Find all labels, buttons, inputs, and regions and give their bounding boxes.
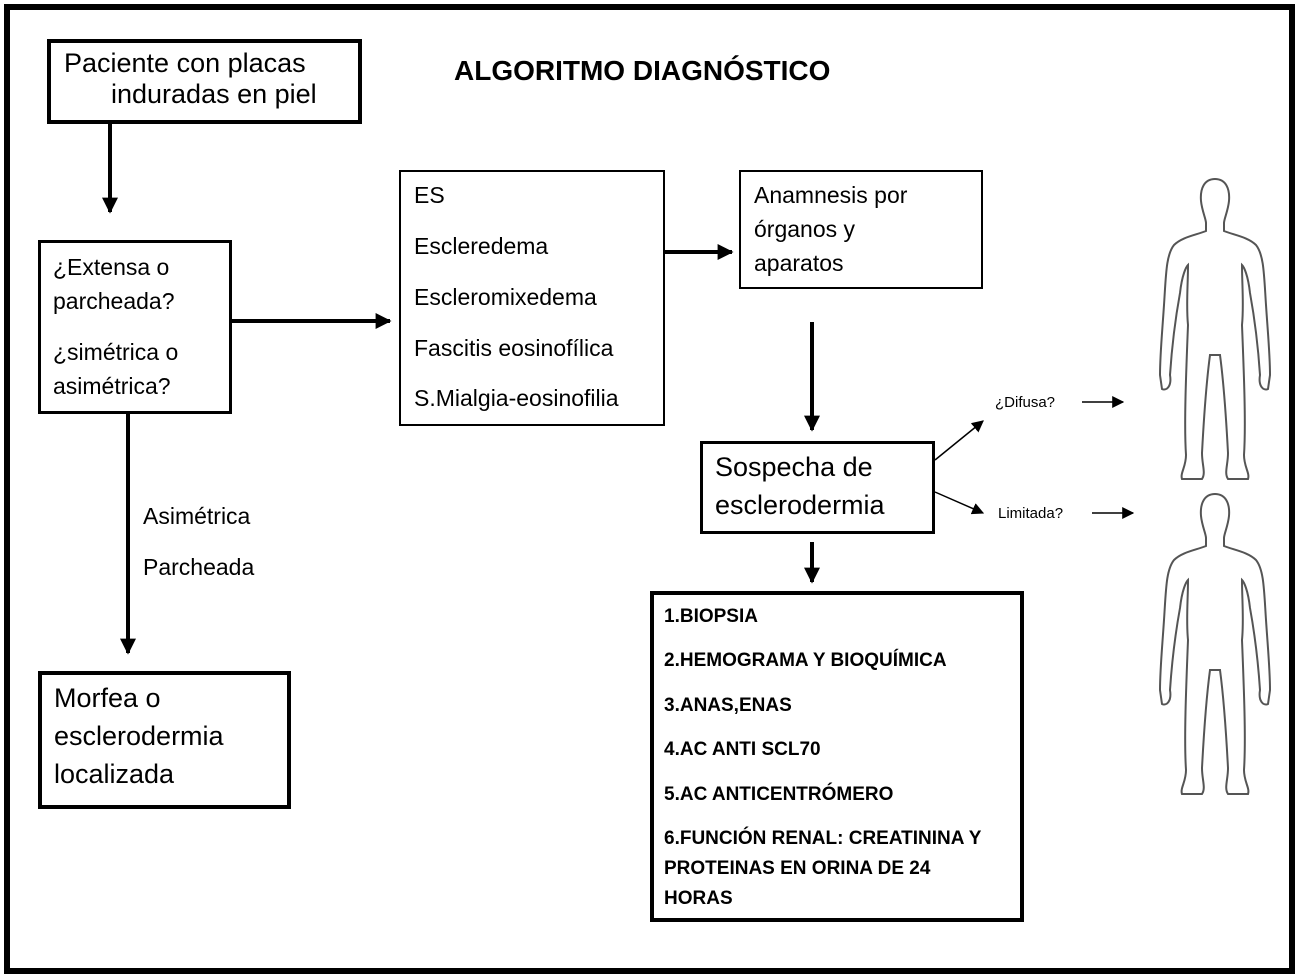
- test-item: 1.BIOPSIA: [664, 606, 758, 627]
- label-diffuse: ¿Difusa?: [995, 394, 1056, 411]
- start-box: Paciente con placas induradas en piel: [47, 39, 362, 124]
- human-silhouette-icon: [1158, 177, 1272, 480]
- label-limited: Limitada?: [998, 505, 1064, 522]
- anamnesis-line3: aparatos: [754, 250, 844, 276]
- question-box: ¿Extensa o parcheada? ¿simétrica o asimé…: [38, 240, 232, 414]
- tests-box: 1.BIOPSIA 2.HEMOGRAMA Y BIOQUÍMICA 3.ANA…: [650, 591, 1024, 922]
- differential-item: Escleromixedema: [414, 284, 597, 310]
- differential-box: ES Escleredema Escleromixedema Fascitis …: [399, 170, 665, 426]
- anamnesis-box: Anamnesis por órganos y aparatos: [739, 170, 983, 289]
- test-item6-line2: PROTEINAS EN ORINA DE 24: [664, 858, 931, 879]
- morphea-line1: Morfea o: [54, 683, 161, 713]
- test-item: 3.ANAS,ENAS: [664, 695, 792, 716]
- differential-item: S.Mialgia-eosinofilia: [414, 385, 619, 411]
- arrow-suspicion-to-limited: [934, 491, 985, 515]
- diagram-title: ALGORITMO DIAGNÓSTICO: [454, 55, 831, 86]
- test-item6-line3: HORAS: [664, 888, 733, 909]
- anamnesis-line1: Anamnesis por: [754, 182, 908, 208]
- suspicion-box: Sospecha de esclerodermia: [700, 441, 935, 534]
- question-line2: parcheada?: [53, 288, 175, 314]
- arrow-suspicion-to-diffuse: [934, 420, 984, 461]
- morphea-line3: localizada: [54, 759, 175, 789]
- start-box-line1: Paciente con placas: [64, 48, 306, 78]
- branch-label-patchy: Parcheada: [143, 554, 255, 580]
- morphea-line2: esclerodermia: [54, 721, 224, 751]
- question-line4: asimétrica?: [53, 373, 171, 399]
- human-silhouette-icon: [1158, 492, 1272, 795]
- question-line1: ¿Extensa o: [53, 254, 170, 280]
- test-item: 5.AC ANTICENTRÓMERO: [664, 784, 894, 805]
- test-item: 2.HEMOGRAMA Y BIOQUÍMICA: [664, 650, 947, 671]
- start-box-line2: induradas en piel: [111, 79, 317, 109]
- suspicion-line2: esclerodermia: [715, 490, 885, 520]
- question-line3: ¿simétrica o: [53, 339, 179, 365]
- test-item: 4.AC ANTI SCL70: [664, 739, 821, 760]
- diagram-frame: [4, 4, 1295, 974]
- differential-item: ES: [414, 182, 445, 208]
- branch-label-asymmetric: Asimétrica: [143, 503, 251, 529]
- anamnesis-line2: órganos y: [754, 216, 856, 242]
- morphea-box: Morfea o esclerodermia localizada: [38, 671, 291, 809]
- differential-item: Escleredema: [414, 233, 549, 259]
- test-item6-line1: 6.FUNCIÓN RENAL: CREATININA Y: [664, 828, 982, 849]
- suspicion-line1: Sospecha de: [715, 452, 873, 482]
- differential-item: Fascitis eosinofílica: [414, 335, 614, 361]
